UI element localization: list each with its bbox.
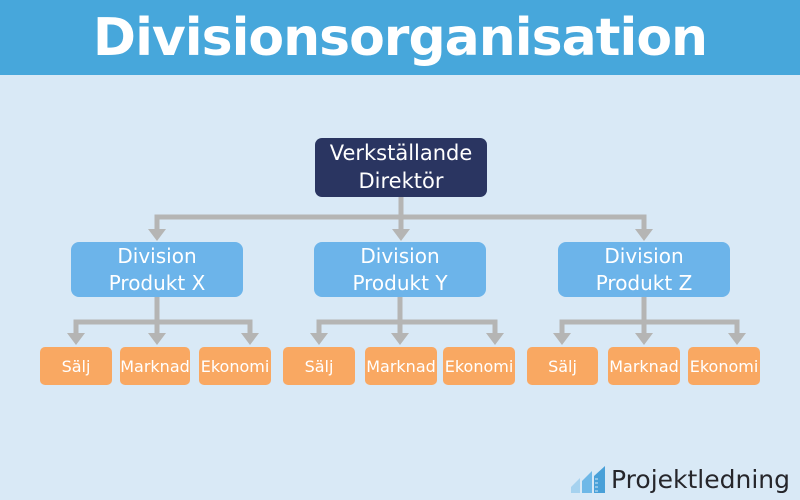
- node-division-produkt-z: Division Produkt Z: [558, 242, 730, 297]
- header-banner: Divisionsorganisation: [0, 0, 800, 75]
- ascending-bars-icon: [571, 466, 606, 493]
- brand-name: Projektledning: [611, 464, 790, 494]
- node-division-produkt-x: Division Produkt X: [71, 242, 243, 297]
- node-z-marknad: Marknad: [608, 347, 680, 385]
- page-title: Divisionsorganisation: [92, 7, 708, 68]
- node-z-ekonomi: Ekonomi: [688, 347, 760, 385]
- brand-logo: Projektledning: [571, 464, 790, 494]
- node-verkstallande-direktor: Verkställande Direktör: [315, 138, 487, 197]
- node-y-salj: Sälj: [283, 347, 355, 385]
- node-y-marknad: Marknad: [365, 347, 437, 385]
- node-z-salj: Sälj: [527, 347, 598, 385]
- node-division-produkt-y: Division Produkt Y: [314, 242, 486, 297]
- node-x-marknad: Marknad: [120, 347, 190, 385]
- node-x-ekonomi: Ekonomi: [199, 347, 271, 385]
- node-x-salj: Sälj: [40, 347, 112, 385]
- node-y-ekonomi: Ekonomi: [443, 347, 515, 385]
